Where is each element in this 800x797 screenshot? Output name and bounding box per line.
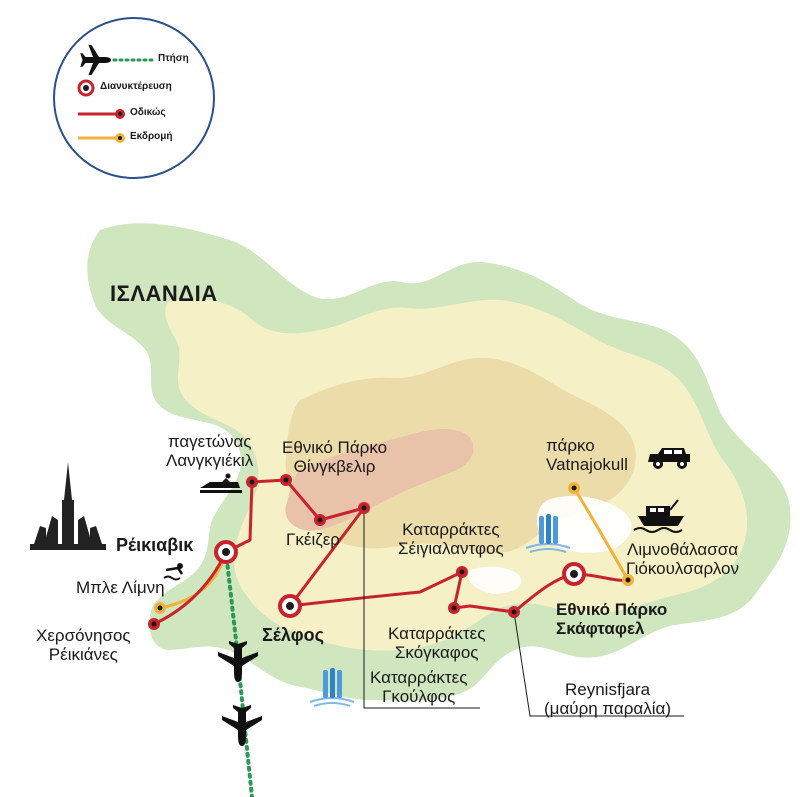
snowmobile-icon [200,473,242,493]
road-line-icon [78,109,125,119]
jeep-icon [648,448,690,469]
place-label-geysir: Γκέιζερ [286,530,340,549]
waypoint-vatnajokull [568,482,580,494]
overnight-skaftafell [562,562,586,586]
waypoint-blue-lagoon [154,602,166,614]
overnight-marker-icon [77,79,95,97]
waypoint-thingvellir [280,474,292,486]
waypoint-reynisfjara [508,606,520,618]
place-label-selfoss: Σέλφος [262,625,324,645]
glacier-area [536,496,632,553]
leader-reynisfjara [513,611,684,717]
excursion-line-icon [78,133,125,143]
church-icon [30,462,106,550]
waypoint-langjokull [246,476,258,488]
place-label-blue-lagoon: Μπλε Λίμνη [76,578,165,597]
glacier-area-small [467,566,522,594]
legend-label-excursion: Εκδρομή [130,131,173,142]
waypoint-jokulsarlon [622,574,634,586]
legend [53,17,215,179]
waypoint-reykjanes [148,618,160,630]
legend-label-road: Οδικώς [130,107,166,118]
waypoint-geysir [314,514,326,526]
waypoint-gullfoss [358,502,370,514]
excursion-route-vatnajokull [572,487,630,581]
waypoint-seljalandsfoss [456,566,468,578]
airplane-icon [80,45,111,75]
waterfall-icon [309,668,355,707]
waterfall-icon [525,514,571,553]
legend-label-flight: Πτήση [158,53,189,64]
airplane-icon [222,705,262,746]
overnight-selfoss [278,594,302,618]
road-route-reykjanes [153,551,228,626]
waypoint-skogafoss [448,602,460,614]
overnight-reykjavik [214,540,238,564]
hot-area [285,429,474,531]
place-label-reykjavik: Ρέικιαβικ [116,535,194,555]
country-label: ΙΣΛΑΝΔΙΑ [110,281,218,306]
boat-icon [633,499,684,533]
place-label-reynisfjara: Reynisfjara(μαύρη παραλία) [544,680,672,718]
legend-label-overnight: Διανυκτέρευση [100,81,172,92]
leader-gullfoss [363,508,480,709]
airplane-icon [218,641,258,682]
swimmer-icon [163,563,184,581]
